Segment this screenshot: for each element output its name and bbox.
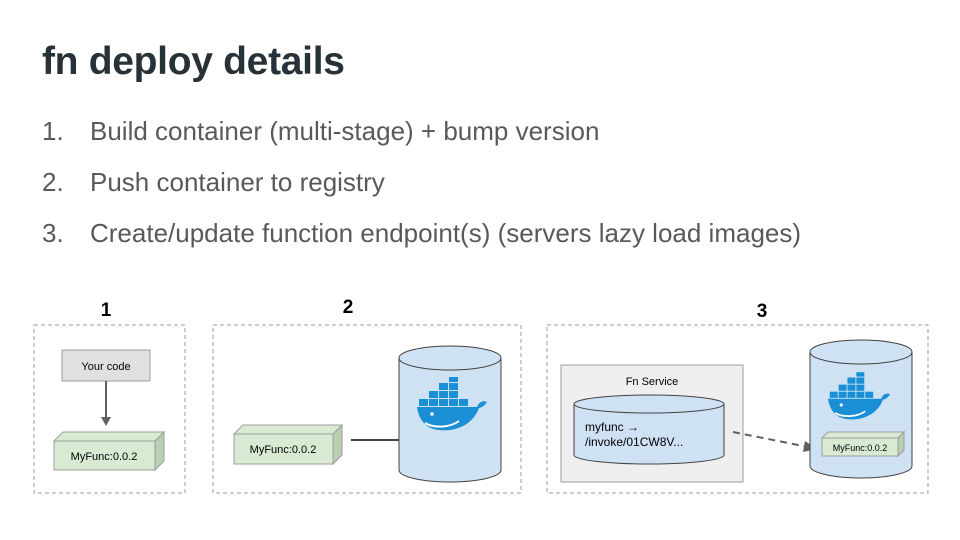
step-text: Create/update function endpoint(s) (serv… (90, 218, 802, 248)
step-text: Push container to registry (90, 167, 385, 197)
step-item: 2. Push container to registry (42, 167, 801, 218)
image-box-2-label: MyFunc:0.0.2 (250, 444, 317, 456)
step-number: 1. (42, 116, 64, 146)
fn-service-title: Fn Service (626, 376, 679, 388)
image-box-1-label: MyFunc:0.0.2 (71, 451, 138, 463)
code-box-label: Your code (81, 361, 130, 373)
lazy-load-arrow (732, 431, 809, 448)
code-box: Your code (61, 349, 151, 382)
panel-3-label: 3 (757, 301, 768, 322)
image-box-2: MyFunc:0.0.2 (232, 423, 344, 466)
step-item: 3. Create/update function endpoint(s) (s… (42, 218, 801, 269)
steps-list: 1. Build container (multi-stage) + bump … (42, 116, 801, 269)
panel-2-label: 2 (343, 297, 354, 318)
db-route-line-2: /invoke/01CW8V... (585, 435, 683, 449)
step-number: 3. (42, 218, 64, 248)
panel-3-border (546, 324, 929, 494)
registry-cylinder-2 (398, 345, 502, 483)
panel-1-label: 1 (101, 300, 112, 321)
image-box-3-label: MyFunc:0.0.2 (833, 443, 888, 453)
db-route-line-1: myfunc → (585, 420, 639, 434)
panel-2-border (212, 324, 522, 494)
step-number: 2. (42, 167, 64, 197)
image-box-3: MyFunc:0.0.2 (820, 430, 906, 458)
build-arrow-head (101, 417, 111, 426)
step-item: 1. Build container (multi-stage) + bump … (42, 116, 801, 167)
function-db-cylinder: myfunc → /invoke/01CW8V... (573, 394, 725, 465)
slide-title: fn deploy details (42, 40, 345, 83)
image-box-1: MyFunc:0.0.2 (52, 430, 166, 472)
panel-1-border (33, 324, 186, 494)
step-text: Build container (multi-stage) + bump ver… (90, 116, 600, 146)
